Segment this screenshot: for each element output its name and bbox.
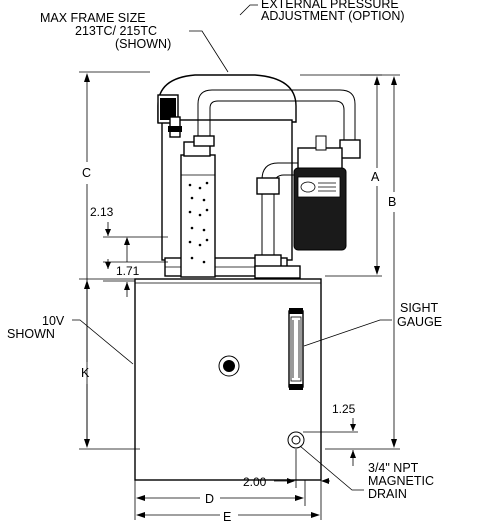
dimension-k: K — [79, 278, 135, 441]
drain-label-line1: 3/4" NPT — [368, 461, 419, 475]
reservoir-label-line2: SHOWN — [7, 327, 55, 341]
sight-gauge-label-line2: GAUGE — [397, 315, 442, 329]
dimension-2-13: 2.13 — [90, 205, 168, 263]
callout-magnetic-drain: 3/4" NPT MAGNETIC DRAIN — [299, 445, 434, 501]
sight-gauge-label-line1: SIGHT — [400, 301, 439, 315]
external-pressure-label-line2: ADJUSTMENT (OPTION) — [261, 9, 405, 23]
return-filter — [293, 135, 347, 251]
dimension-1-71-label: 1.71 — [116, 264, 140, 278]
max-frame-label-line2: 213TC/ 215TC — [75, 24, 157, 38]
drain-label-line2: MAGNETIC — [368, 474, 434, 488]
sight-gauge — [288, 308, 304, 390]
callout-external-pressure: EXTERNAL PRESSURE ADJUSTMENT (OPTION) — [239, 0, 405, 23]
dimension-b-label: B — [388, 195, 396, 209]
dimension-d-label: D — [205, 492, 214, 506]
dimension-2-00: 2.00 — [243, 449, 330, 489]
max-frame-label-line3: (SHOWN) — [115, 37, 171, 51]
fill-port-icon — [218, 355, 240, 377]
max-frame-label-line1: MAX FRAME SIZE — [40, 11, 146, 25]
drain-plug-icon — [287, 431, 305, 449]
dimension-d: D — [134, 480, 306, 506]
dimension-2-00-label: 2.00 — [243, 475, 267, 489]
dimension-1-71: 1.71 — [103, 259, 140, 297]
dimension-1-25: 1.25 — [303, 402, 358, 466]
dimension-k-label: K — [81, 366, 90, 380]
dimension-e-label: E — [223, 510, 231, 524]
dimension-a-label: A — [371, 170, 380, 184]
callout-reservoir: 10V SHOWN — [7, 314, 134, 365]
dimension-e: E — [134, 480, 322, 524]
dimension-c-label: C — [82, 166, 91, 180]
callout-max-frame: MAX FRAME SIZE 213TC/ 215TC (SHOWN) — [40, 11, 229, 73]
callout-sight-gauge: SIGHT GAUGE — [303, 301, 442, 347]
dimension-2-13-label: 2.13 — [90, 205, 114, 219]
drain-label-line3: DRAIN — [368, 487, 407, 501]
external-pressure-label-line1: EXTERNAL PRESSURE — [261, 0, 399, 11]
fill-port-cap-icon — [223, 360, 235, 372]
electric-motor — [157, 74, 297, 277]
dimension-b: B — [325, 74, 400, 450]
reservoir-label-line1: 10V — [42, 314, 65, 328]
motor-base — [254, 265, 301, 279]
dimension-1-25-label: 1.25 — [332, 402, 356, 416]
